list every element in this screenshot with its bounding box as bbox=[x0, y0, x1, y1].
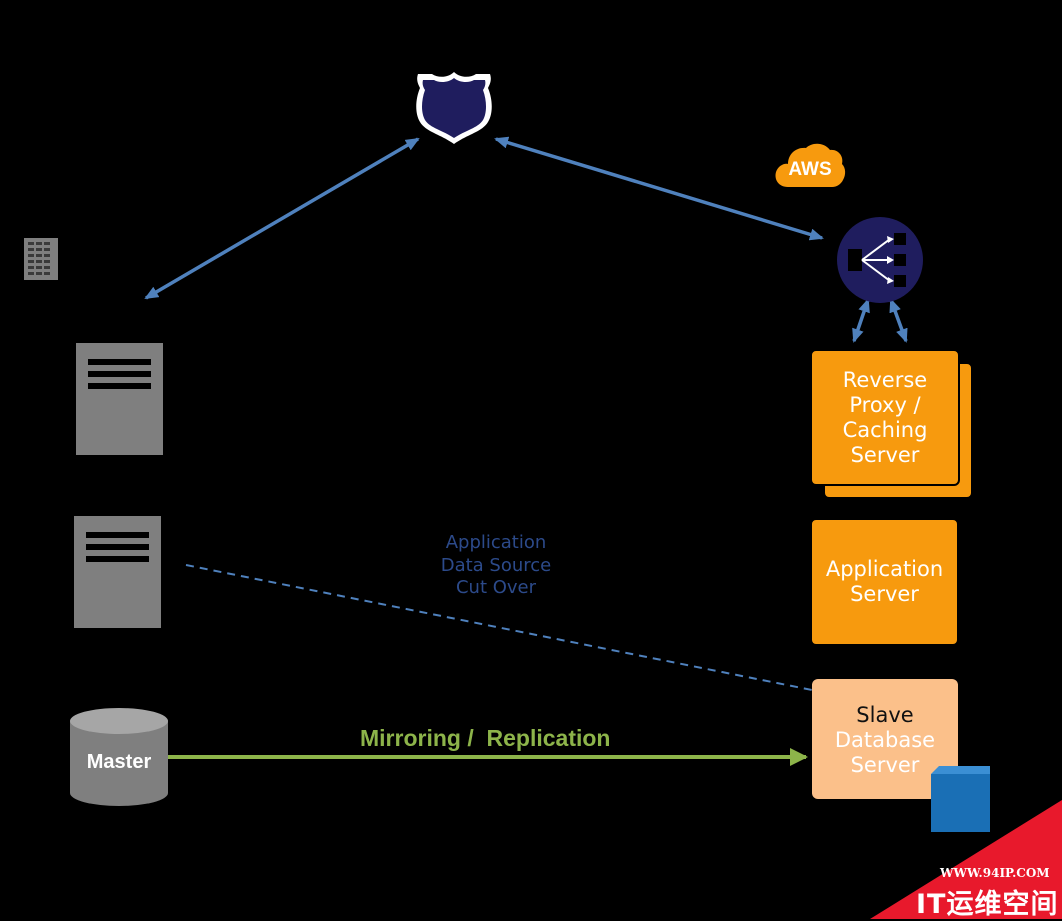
onprem-app-server-icon bbox=[74, 516, 161, 628]
slave-db-line1: Slave bbox=[856, 703, 914, 727]
arrow-lb-to-proxy-left bbox=[852, 298, 870, 343]
reverse-proxy-box: Reverse Proxy / Caching Server bbox=[810, 349, 960, 486]
application-server-box: Application Server bbox=[810, 518, 959, 646]
app-to-slave-connector bbox=[881, 672, 889, 680]
aws-cloud-icon bbox=[775, 143, 846, 187]
reverse-proxy-label: Reverse Proxy / Caching Server bbox=[842, 367, 928, 467]
load-balancer-icon bbox=[837, 217, 923, 303]
building-icon bbox=[24, 238, 58, 280]
aws-label: AWS bbox=[788, 159, 832, 180]
cube-icon bbox=[931, 766, 990, 832]
mirroring-label: Mirroring / Replication bbox=[360, 725, 611, 751]
onprem-web-server-icon bbox=[76, 343, 163, 455]
slave-db-line3: Server bbox=[850, 753, 920, 777]
arrow-lb-to-proxy-right bbox=[889, 298, 908, 343]
cutover-label: Application Data Source Cut Over bbox=[440, 532, 552, 598]
watermark-triangle bbox=[870, 800, 1062, 919]
arrow-shield-to-onprem bbox=[144, 137, 420, 300]
master-label: Master bbox=[86, 751, 152, 773]
watermark-name: IT运维空间 bbox=[916, 889, 1059, 920]
slave-db-line2: Database bbox=[834, 728, 936, 752]
watermark-url: WWW.94IP.COM bbox=[940, 866, 1050, 880]
application-server-label: Application Server bbox=[825, 557, 944, 606]
master-database-icon bbox=[70, 708, 168, 806]
shield-icon bbox=[416, 72, 492, 144]
arrow-shield-to-load-balancer bbox=[494, 136, 824, 241]
